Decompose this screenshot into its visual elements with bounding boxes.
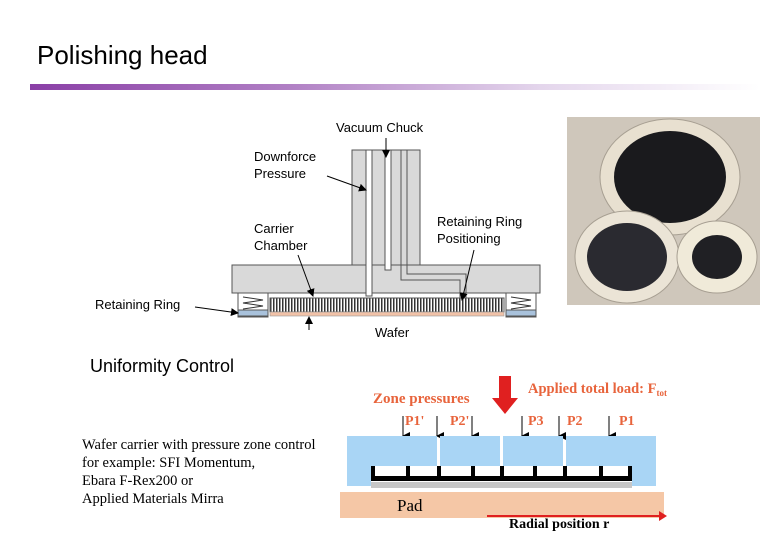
pad-label: Pad [397, 496, 423, 515]
retaining-positioning-arrow [459, 249, 475, 301]
applied-load-label: Applied total load: Ftotal [528, 381, 667, 398]
uniformity-control-title: Uniformity Control [90, 356, 235, 376]
title-divider [30, 84, 760, 90]
label-downforce-2: Pressure [254, 166, 307, 181]
retaining-ring-right [505, 292, 537, 318]
pressure-label-p2-prime: P2' [450, 414, 469, 429]
description-line: Ebara F-Rex200 or [82, 473, 194, 489]
label-carrier-1: Carrier [254, 221, 294, 236]
zone-membrane [371, 466, 632, 481]
label-retaining-positioning-1: Retaining Ring [437, 214, 523, 229]
radial-arrow-head [659, 511, 667, 521]
polishing-head-photo [567, 117, 760, 305]
wafer [269, 311, 505, 317]
description-line: Applied Materials Mirra [82, 491, 224, 507]
pressure-label-p3: P3 [528, 414, 544, 429]
label-downforce-1: Downforce [254, 149, 317, 164]
uniformity-description: Wafer carrier with pressure zone control… [82, 436, 316, 508]
zone-pressure-arrows [402, 416, 616, 440]
vacuum-channel [365, 149, 467, 300]
downforce-arrow [326, 175, 367, 192]
description-line: Wafer carrier with pressure zone control [82, 437, 316, 453]
retaining-ring-left [237, 292, 269, 318]
label-carrier-2: Chamber [254, 238, 308, 253]
pad [340, 492, 664, 518]
label-retaining-positioning-2: Positioning [437, 231, 501, 246]
applied-load-arrow [492, 376, 518, 414]
retaining-ring-arrow [194, 306, 239, 316]
description-line: for example: SFI Momentum, [82, 455, 256, 471]
membrane [269, 297, 505, 313]
carrier-arrow [297, 254, 315, 297]
page-title: Polishing head [37, 40, 208, 70]
pressure-label-p1-prime: P1' [405, 414, 424, 429]
zone-pressures-label: Zone pressures [373, 391, 470, 407]
label-wafer: Wafer [375, 325, 410, 340]
zone-wafer [371, 482, 632, 488]
label-vacuum-chuck: Vacuum Chuck [336, 120, 424, 135]
label-retaining-ring: Retaining Ring [95, 297, 181, 312]
zone-blocks [347, 436, 656, 486]
radial-label: Radial position r [509, 517, 609, 532]
pressure-label-p2: P2 [567, 414, 583, 429]
pressure-label-p1: P1 [619, 414, 635, 429]
zone-pressure-diagram: Zone pressures Applied total load: Ftota… [340, 376, 667, 532]
